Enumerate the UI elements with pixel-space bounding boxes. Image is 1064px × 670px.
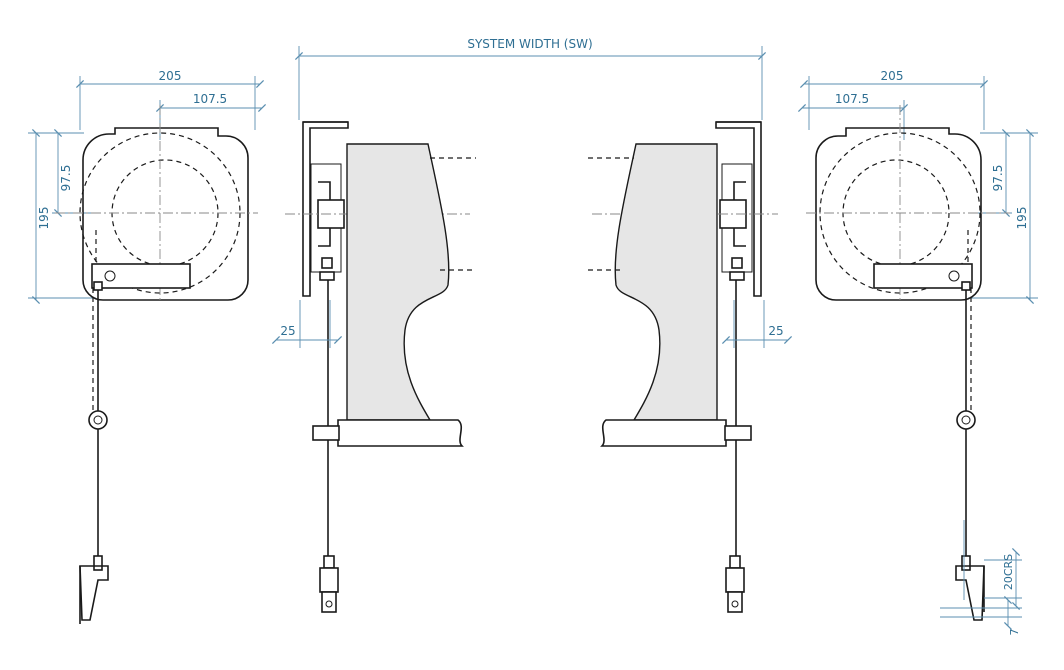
cord-spacing-dimension: 20CRS 7 [940,520,1022,636]
cord-spacing-label: 20CRS [1002,554,1015,590]
right-half-height-label: 97.5 [991,165,1005,192]
left-end-view: 205 107.5 195 97.5 [28,69,267,624]
right-half-width-label: 107.5 [835,92,869,106]
left-side-profile: 25 [271,121,476,613]
bottom-offset-label: 7 [1008,629,1021,636]
left-dimensions: 205 107.5 195 97.5 [28,69,267,305]
right-side-profile: 25 [588,121,793,613]
left-width-label: 205 [159,69,182,83]
right-height-label: 195 [1015,207,1029,230]
system-width-label: SYSTEM WIDTH (SW) [467,37,592,51]
right-end-view: 205 107.5 195 97.5 [797,69,1038,636]
left-offset-label: 25 [280,324,295,338]
system-width-dimension: SYSTEM WIDTH (SW) [294,37,767,120]
left-height-label: 195 [37,207,51,230]
right-width-label: 205 [881,69,904,83]
left-half-width-label: 107.5 [193,92,227,106]
right-offset-label: 25 [768,324,783,338]
left-half-height-label: 97.5 [59,165,73,192]
